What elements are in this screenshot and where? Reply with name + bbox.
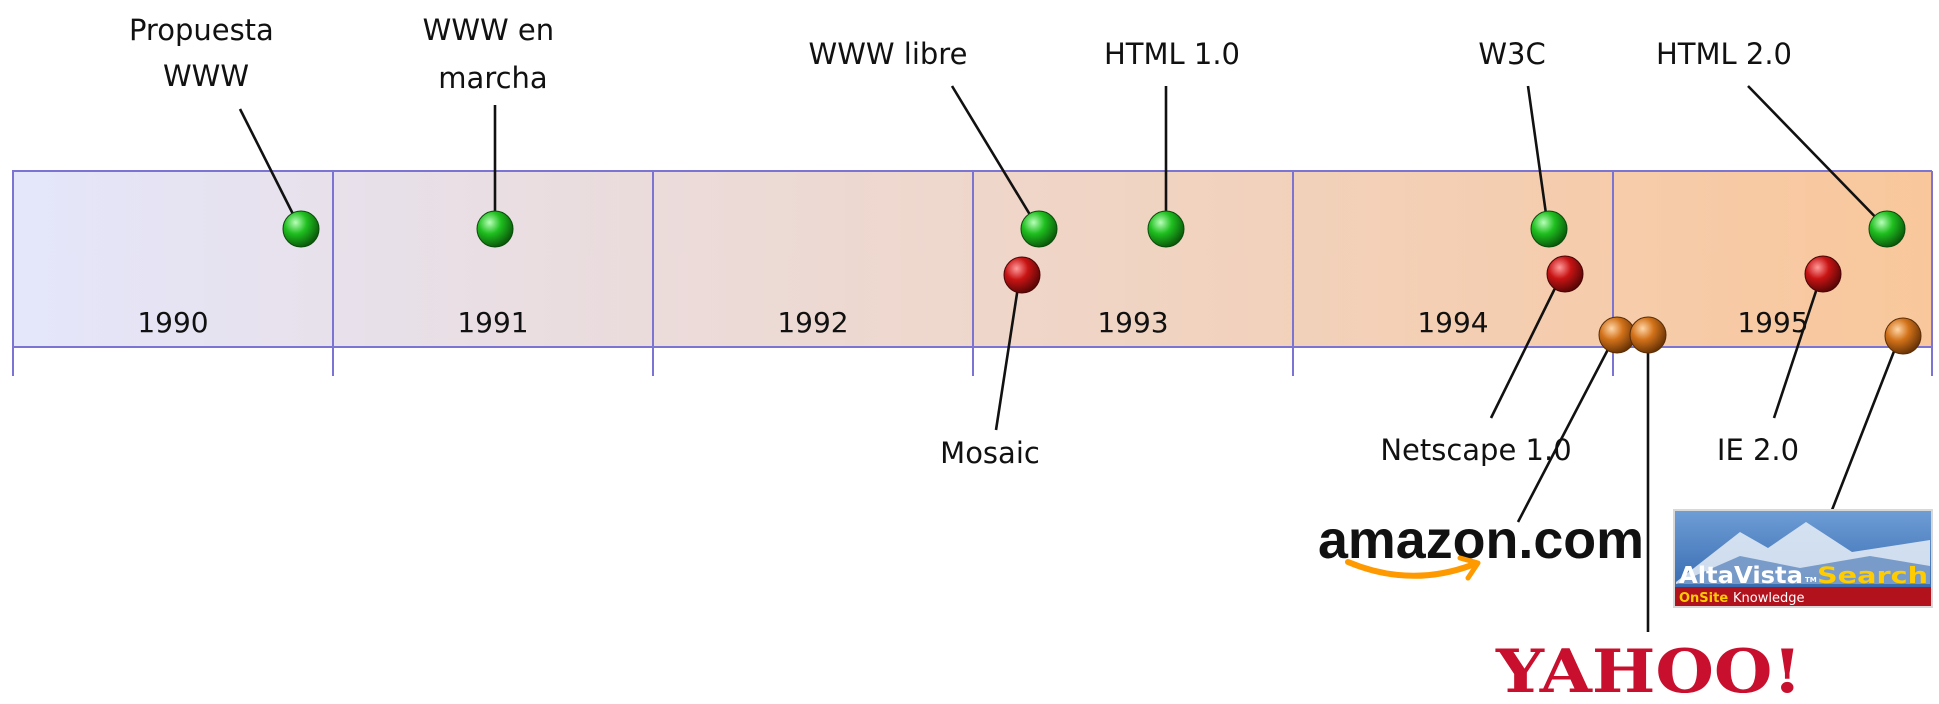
connector-mosaic [994,273,1022,431]
marker-altavista [1884,317,1922,355]
label-propuesta-www: Propuesta WWW [129,13,283,93]
label-www-libre: WWW libre [809,37,968,71]
timeline-band: 1990 1991 1992 1993 1994 1995 [12,170,1933,376]
connector-ie-2-0 [1772,272,1824,419]
event-markers [282,210,1922,355]
marker-www-libre [1020,210,1058,248]
connector-html-2-0 [1747,85,1887,229]
altavista-search: Search [1817,564,1928,589]
label-html-1-0: HTML 1.0 [1104,37,1240,71]
year-label-1993: 1993 [1097,306,1168,339]
event-labels: Propuesta WWW WWW en marcha WWW libre HT… [129,13,1799,470]
amazon-logo-text: amazon.com [1318,510,1644,570]
connector-netscape-1-0 [1489,271,1565,419]
marker-yahoo [1629,316,1667,354]
year-label-1991: 1991 [457,306,528,339]
label-html-2-0: HTML 2.0 [1656,37,1792,71]
connector-w3c [1526,85,1550,229]
label-line: WWW [163,59,249,93]
altavista-logo: AltaVista TM Search OnSite Knowledge [1673,509,1933,608]
amazon-smile-arrow-icon [1345,555,1481,581]
label-line: Propuesta [129,13,274,47]
connector-propuesta-www [238,108,302,229]
year-label-1994: 1994 [1417,306,1488,339]
marker-propuesta-www [282,210,320,248]
connector-www-libre [950,85,1040,229]
marker-html-1-0 [1147,210,1185,248]
altavista-knowledge: Knowledge [1733,591,1804,606]
connectors [238,85,1902,632]
marker-w3c [1530,210,1568,248]
altavista-onsite: OnSite [1679,591,1728,606]
year-label-1995: 1995 [1737,306,1808,339]
label-line: WWW en [423,13,554,47]
marker-www-en-marcha [476,210,514,248]
altavista-brand: AltaVista [1679,563,1803,589]
connector-altavista [1830,335,1902,511]
amazon-logo: amazon.com [1318,510,1644,581]
year-label-1990: 1990 [137,306,208,339]
marker-html-2-0 [1868,210,1906,248]
label-line: marcha [438,61,547,95]
label-netscape-1-0: Netscape 1.0 [1380,433,1571,467]
label-mosaic: Mosaic [940,436,1040,470]
marker-netscape-1-0 [1546,255,1584,293]
marker-ie-2-0 [1804,255,1842,293]
connector-amazon [1516,333,1618,523]
altavista-tm: TM [1805,576,1817,584]
marker-mosaic [1003,256,1041,294]
mountain-shadow [1676,556,1930,586]
year-label-1992: 1992 [777,306,848,339]
label-ie-2-0: IE 2.0 [1717,433,1799,467]
label-www-en-marcha: WWW en marcha [423,13,564,95]
altavista-onsite-bar [1675,587,1931,606]
label-w3c: W3C [1478,37,1545,71]
yahoo-logo: YAHOO! [1495,637,1802,704]
yahoo-logo-text: YAHOO! [1495,637,1802,704]
